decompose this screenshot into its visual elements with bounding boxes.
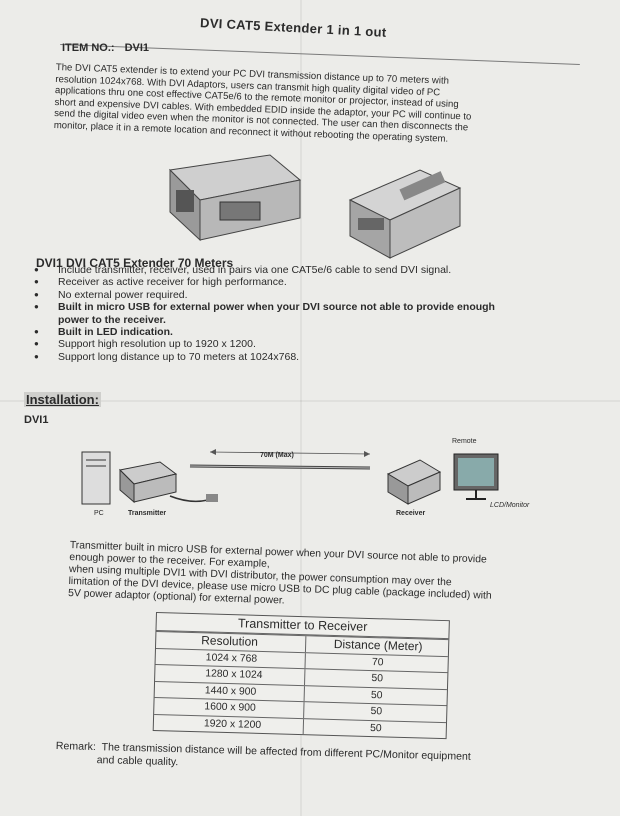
document-title: DVI CAT5 Extender 1 in 1 out — [199, 15, 387, 40]
monitor-label: LCD/Monitor — [490, 502, 530, 509]
paper-fold-vertical — [300, 0, 302, 816]
feature-item: Built in micro USB for external power wh… — [34, 301, 594, 314]
cat5-cable-icon — [189, 449, 371, 470]
installation-diagram: 70M (Max) Remote PC Transmitter Receiver… — [70, 430, 590, 530]
paper-fold-horizontal — [0, 400, 620, 402]
distance-cell: 50 — [369, 722, 382, 734]
cable-length-label: 70M (Max) — [260, 452, 294, 459]
distance-table: Transmitter to Receiver Resolution Dista… — [152, 612, 450, 740]
feature-item: Receiver as active receiver for high per… — [34, 276, 594, 289]
feature-item: Built in LED indication. — [34, 326, 594, 339]
transmitter-adaptor-image — [168, 154, 302, 242]
receiver-icon — [386, 459, 442, 505]
receiver-adaptor-image — [348, 169, 462, 259]
item-number-label: ITEM NO.: — [62, 42, 115, 54]
resolution-cell: 1920 x 1200 — [153, 714, 305, 735]
power-note-paragraph: Transmitter built in micro USB for exter… — [68, 540, 590, 618]
feature-item-continued: power to the receiver. — [58, 313, 166, 326]
usb-cable-icon — [169, 494, 218, 503]
item-number: ITEM NO.: DVI1 — [62, 42, 149, 54]
pc-tower-icon — [81, 451, 111, 505]
remark-paragraph: Remark: The transmission distance will b… — [55, 740, 595, 780]
feature-list: Include transmitter, receiver, used in p… — [34, 264, 594, 364]
feature-item: Support long distance up to 70 meters at… — [34, 351, 594, 364]
intro-paragraph: The DVI CAT5 extender is to extend your … — [54, 62, 586, 149]
lcd-monitor-icon — [453, 453, 499, 500]
product-illustration — [168, 154, 462, 259]
transmitter-label: Transmitter — [128, 510, 167, 517]
installation-subheading: DVI1 — [24, 414, 49, 426]
transmitter-icon — [118, 461, 178, 504]
diagram-graphics — [81, 449, 499, 505]
feature-item: Include transmitter, receiver, used in p… — [34, 264, 594, 277]
item-number-value: DVI1 — [124, 42, 150, 54]
remote-label: Remote — [452, 438, 477, 445]
receiver-label: Receiver — [396, 510, 426, 517]
pc-label: PC — [94, 510, 104, 517]
feature-item: Support high resolution up to 1920 x 120… — [34, 338, 594, 351]
installation-heading: Installation: — [24, 392, 101, 407]
feature-item: No external power required. — [34, 289, 594, 302]
